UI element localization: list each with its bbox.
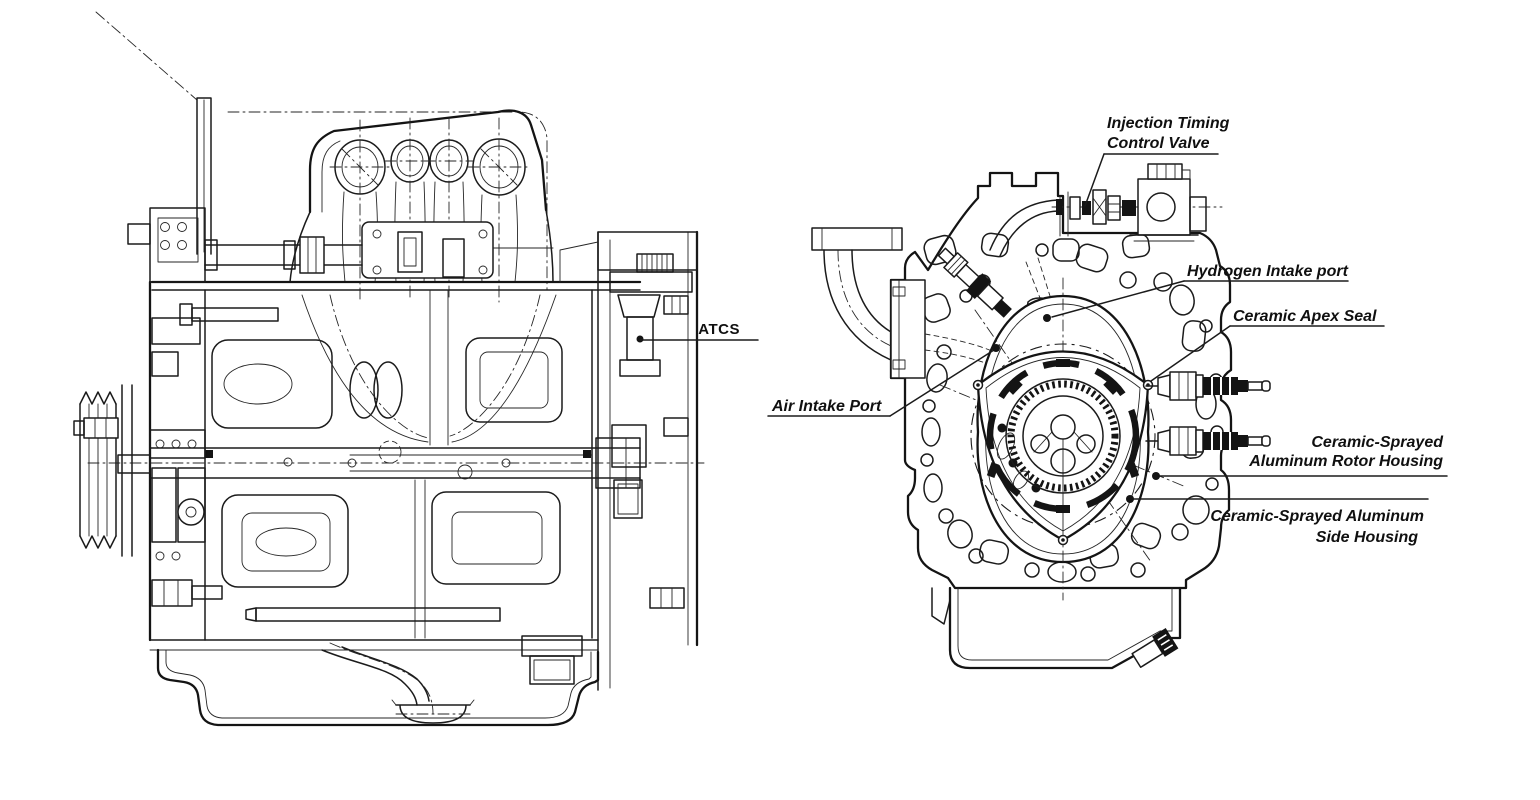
- flywheel-housing: [521, 230, 699, 691]
- injection-timing-leader-line: [1084, 153, 1105, 207]
- spark-plug-lower: [1145, 426, 1271, 456]
- front-drive-assembly: [73, 207, 279, 607]
- side-housing-label-line2: Side Housing: [1316, 529, 1418, 546]
- rotor-housing-label-line2: Aluminum Rotor Housing: [1248, 453, 1443, 470]
- annotations: Injection Timing Control Valve Hydrogen …: [767, 115, 1448, 546]
- label-hydrogen-intake-port: Hydrogen Intake port: [1043, 263, 1349, 322]
- oil-drain-plug: [1131, 628, 1179, 669]
- phantom-duct-lines: [95, 11, 548, 291]
- oil-pan-left: [156, 642, 600, 727]
- apex-seals: [972, 379, 1154, 546]
- oil-pan-right: [948, 586, 1182, 670]
- ceramic-apex-seal-leader-line: [1150, 325, 1231, 382]
- spark-plugs: [1145, 371, 1271, 456]
- hydrogen-intake-leader-line: [1051, 280, 1185, 318]
- hydrogen-injector: [937, 247, 1012, 318]
- atcs-leader-dot: [636, 335, 644, 343]
- rotor-housing-leader-dot: [1152, 472, 1160, 480]
- crank-pulley: [73, 384, 151, 557]
- rotor-bearing-and-gear: [986, 359, 1140, 537]
- label-side-housing: Ceramic-Sprayed Aluminum Side Housing: [1126, 495, 1429, 546]
- label-injection-timing-control-valve: Injection Timing Control Valve: [1084, 115, 1230, 207]
- intake-manifold: [289, 109, 554, 303]
- hydrogen-intake-leader-dot: [1043, 314, 1051, 322]
- label-air-intake-port: Air Intake Port: [767, 344, 1000, 417]
- left-engine-cross-section: ATCS: [73, 11, 759, 727]
- atcs-label: ATCS: [698, 321, 740, 338]
- air-intake-leader-dot: [992, 344, 1000, 352]
- label-atcs: ATCS: [636, 321, 759, 343]
- ceramic-apex-seal-label: Ceramic Apex Seal: [1233, 308, 1377, 325]
- trochoid-chamber: [939, 277, 1187, 601]
- side-housing-label-line1: Ceramic-Sprayed Aluminum: [1210, 508, 1424, 525]
- hydrogen-intake-label: Hydrogen Intake port: [1187, 263, 1349, 280]
- air-intake-elbow: [811, 227, 1003, 379]
- rotor-housing-cross-section: Injection Timing Control Valve Hydrogen …: [767, 115, 1448, 670]
- injection-timing-control-valve: [1051, 163, 1223, 242]
- injection-timing-label-line2: Control Valve: [1107, 135, 1210, 152]
- intake-flange-plate: [890, 279, 926, 379]
- air-intake-leader-line: [889, 349, 995, 417]
- rotor-housing-label-line1: Ceramic-Sprayed: [1311, 434, 1444, 451]
- fuel-rail-assembly: [204, 221, 554, 279]
- label-rotor-housing: Ceramic-Sprayed Aluminum Rotor Housing: [1152, 434, 1448, 480]
- intake-trumpets: [329, 117, 531, 303]
- injection-timing-label-line1: Injection Timing: [1107, 115, 1230, 132]
- spark-plug-upper: [1145, 371, 1271, 401]
- label-ceramic-apex-seal: Ceramic Apex Seal: [1150, 308, 1385, 382]
- oil-pickup-tube: [321, 642, 475, 724]
- engine-block-section: [87, 280, 705, 651]
- side-housing-leader-dot: [1126, 495, 1134, 503]
- air-intake-label: Air Intake Port: [771, 398, 882, 415]
